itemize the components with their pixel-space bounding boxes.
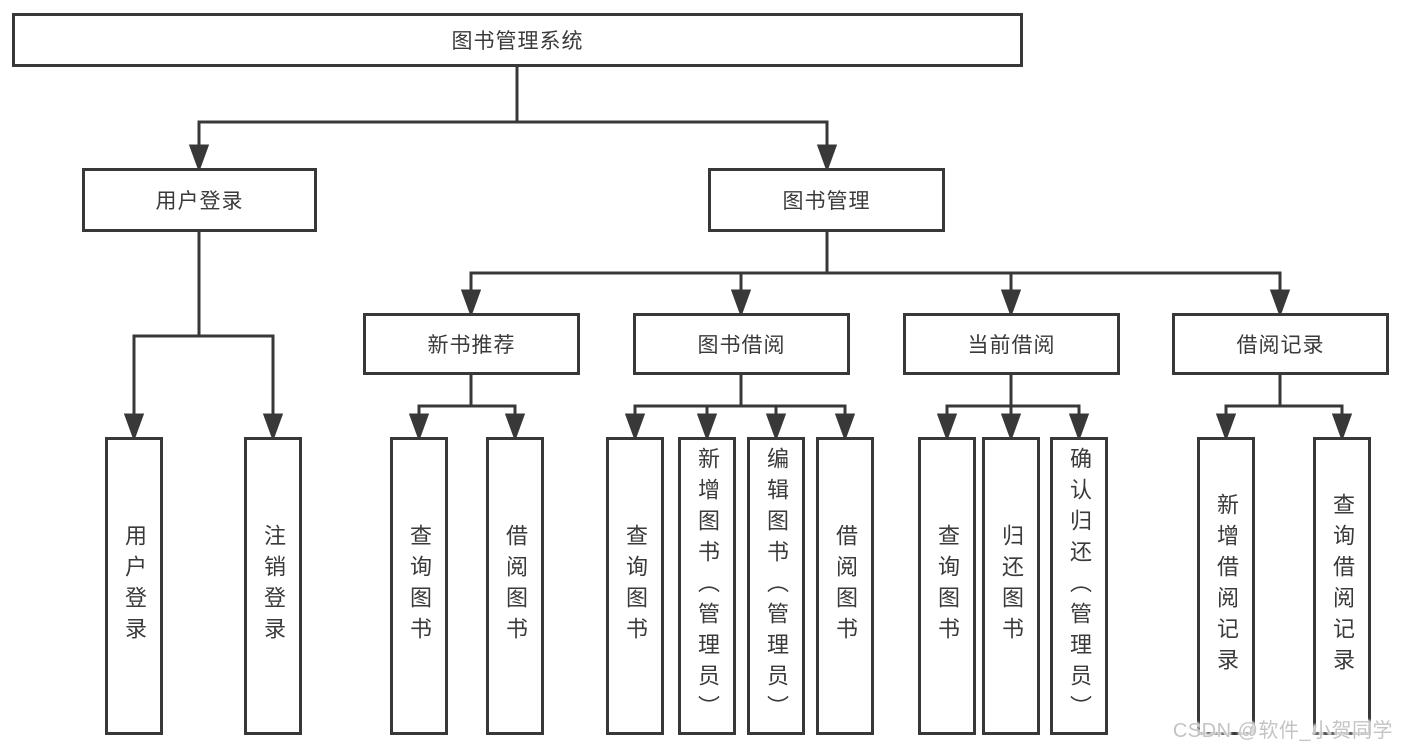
leaf-borrow-query-books-label: 查询图书 <box>623 524 648 648</box>
node-user-login: 用户登录 <box>82 168 317 232</box>
leaf-current-query-books: 查询图书 <box>918 437 976 735</box>
leaf-current-confirm-return-admin: 确认归还（管理员） <box>1050 437 1108 735</box>
leaf-user-login: 用户登录 <box>105 437 163 735</box>
node-book-borrow-label: 图书借阅 <box>697 334 786 357</box>
connector-borrow-records-to-leaves <box>1215 373 1353 442</box>
node-new-book-rec: 新书推荐 <box>363 313 580 375</box>
connector-book-mgmt-to-level3 <box>460 231 1291 318</box>
leaf-newrec-borrow-books: 借阅图书 <box>486 437 544 735</box>
leaf-newrec-borrow-books-label: 借阅图书 <box>503 524 528 648</box>
leaf-records-query-record: 查询借阅记录 <box>1313 437 1371 735</box>
watermark: CSDN @软件_小贺同学 <box>1172 720 1393 742</box>
node-new-book-rec-label: 新书推荐 <box>427 334 516 357</box>
node-borrow-records: 借阅记录 <box>1172 313 1389 375</box>
connector-current-borrow-to-leaves <box>936 373 1090 442</box>
node-user-login-label: 用户登录 <box>155 190 244 213</box>
leaf-borrow-borrow-books-label: 借阅图书 <box>833 524 858 648</box>
node-current-borrow: 当前借阅 <box>903 313 1120 375</box>
node-root: 图书管理系统 <box>12 13 1023 67</box>
node-book-mgmt-label: 图书管理 <box>782 190 871 213</box>
node-borrow-records-label: 借阅记录 <box>1236 334 1325 357</box>
connector-user-login-to-leaves <box>123 231 284 442</box>
leaf-current-query-books-label: 查询图书 <box>935 524 960 648</box>
leaf-borrow-add-books-admin: 新增图书（管理员） <box>678 437 736 735</box>
leaf-newrec-query-books-label: 查询图书 <box>407 524 432 648</box>
leaf-current-return-books-label: 归还图书 <box>999 524 1024 648</box>
connector-root-to-level2 <box>188 66 838 173</box>
leaf-borrow-query-books: 查询图书 <box>606 437 664 735</box>
leaf-current-return-books: 归还图书 <box>982 437 1040 735</box>
node-book-mgmt: 图书管理 <box>708 168 945 232</box>
leaf-borrow-add-books-admin-label: 新增图书（管理员） <box>695 446 720 726</box>
leaf-records-add-record-label: 新增借阅记录 <box>1214 493 1239 679</box>
connector-new-book-rec-to-leaves <box>408 373 526 442</box>
leaf-user-login-label: 用户登录 <box>122 524 147 648</box>
leaf-borrow-edit-books-admin: 编辑图书（管理员） <box>747 437 805 735</box>
leaf-borrow-borrow-books: 借阅图书 <box>816 437 874 735</box>
leaf-records-add-record: 新增借阅记录 <box>1197 437 1255 735</box>
leaf-current-confirm-return-admin-label: 确认归还（管理员） <box>1067 446 1092 726</box>
connector-book-borrow-to-leaves <box>624 373 856 442</box>
leaf-logout-login-label: 注销登录 <box>261 524 286 648</box>
node-book-borrow: 图书借阅 <box>633 313 850 375</box>
leaf-borrow-edit-books-admin-label: 编辑图书（管理员） <box>764 446 789 726</box>
node-current-borrow-label: 当前借阅 <box>967 334 1056 357</box>
leaf-logout-login: 注销登录 <box>244 437 302 735</box>
leaf-newrec-query-books: 查询图书 <box>390 437 448 735</box>
node-root-label: 图书管理系统 <box>451 30 584 53</box>
leaf-records-query-record-label: 查询借阅记录 <box>1330 493 1355 679</box>
